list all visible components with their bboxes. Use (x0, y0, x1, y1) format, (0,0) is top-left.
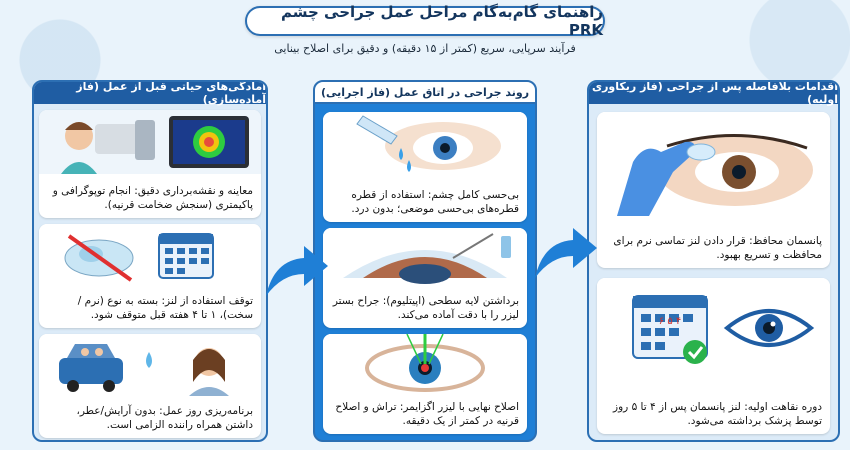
surgery-card-epithelium-text: برداشتن لایه سطحی (اپیتلیوم): جراح بستر … (332, 294, 519, 321)
recovery-card-bandage-text: پانسمان محافظ: قرار دادن لنز تماسی نرم ب… (613, 234, 822, 261)
prep-card-day-text: برنامه‌ریزی روز عمل: بدون آرایش/عطر، داش… (76, 404, 253, 431)
calendar-icon (632, 295, 708, 364)
column-surgery: روند جراحی در اتاق عمل (فاز اجرایی) بی‌ح… (313, 80, 537, 442)
eye-icon (723, 309, 815, 347)
column-recovery: اقدامات بلافاصله پس از جراحی (فاز ریکاور… (587, 80, 840, 442)
surgical-tool-icon (452, 233, 494, 259)
column-surgery-title: روند جراحی در اتاق عمل (فاز اجرایی) (315, 82, 535, 104)
eye-drops-illustration (323, 112, 527, 176)
prep-card-lens-text: توقف استفاده از لنز: بسته به نوع (نرم /س… (77, 294, 253, 321)
surgery-card-epithelium: برداشتن لایه سطحی (اپیتلیوم): جراح بستر … (323, 228, 527, 328)
drop-icon (146, 352, 152, 368)
lens-stop-illustration (39, 224, 261, 284)
surgery-card-anesthesia-text: بی‌حسی کامل چشم: استفاده از قطره قطره‌ها… (351, 188, 519, 215)
topography-exam-illustration (39, 110, 261, 174)
dropper-icon (356, 115, 398, 145)
check-icon (683, 340, 707, 364)
recovery-card-period-text: دوره نقاهت اولیه: لنز پانسمان پس از ۴ تا… (613, 400, 822, 427)
excimer-laser-illustration (323, 334, 527, 392)
surgery-card-laser: اصلاح نهایی با لیزر اگزایمر: تراش و اصلا… (323, 334, 527, 434)
page-subtitle: فرآیند سرپایی، سریع (کمتر از ۱۵ دقیقه) و… (274, 42, 576, 55)
prep-card-exam: معاینه و نقشه‌برداری دقیق: انجام توپوگرا… (39, 110, 261, 218)
prep-card-day: برنامه‌ریزی روز عمل: بدون آرایش/عطر، داش… (39, 334, 261, 438)
prep-card-lens: توقف استفاده از لنز: بسته به نوع (نرم /س… (39, 224, 261, 328)
calendar-icon (158, 233, 214, 279)
epithelium-removal-illustration (323, 228, 527, 286)
vial-icon (501, 236, 511, 258)
contact-lens-icon (686, 143, 716, 161)
page-title: راهنمای گام‌به‌گام مراحل عمل جراحی چشم P… (245, 3, 605, 39)
column-prep-title: آمادگی‌های حیاتی قبل از عمل (فاز آماده‌س… (34, 82, 266, 106)
calendar-days-label: ۴ ۵ ۶ (659, 316, 682, 327)
recovery-period-illustration: ۴ ۵ ۶ (597, 278, 830, 374)
contact-lens-case-icon (64, 234, 134, 282)
column-recovery-title: اقدامات بلافاصله پس از جراحی (فاز ریکاور… (589, 82, 838, 106)
column-prep: آمادگی‌های حیاتی قبل از عمل (فاز آماده‌س… (32, 80, 268, 442)
bandage-lens-illustration (597, 112, 830, 216)
flow-arrow-surgery-to-recovery (535, 228, 597, 278)
gloved-hand-icon (617, 141, 696, 216)
prep-card-exam-text: معاینه و نقشه‌برداری دقیق: انجام توپوگرا… (52, 184, 253, 211)
recovery-card-period: ۴ ۵ ۶ دوره نقاهت اولیه: لنز پانسمان پس ا… (597, 278, 830, 434)
surgery-card-anesthesia: بی‌حسی کامل چشم: استفاده از قطره قطره‌ها… (323, 112, 527, 222)
car-icon (59, 344, 123, 392)
flow-arrow-prep-to-surgery (266, 246, 328, 296)
surgery-day-illustration (39, 334, 261, 396)
surgery-card-laser-text: اصلاح نهایی با لیزر اگزایمر: تراش و اصلا… (335, 400, 519, 427)
recovery-card-bandage: پانسمان محافظ: قرار دادن لنز تماسی نرم ب… (597, 112, 830, 268)
